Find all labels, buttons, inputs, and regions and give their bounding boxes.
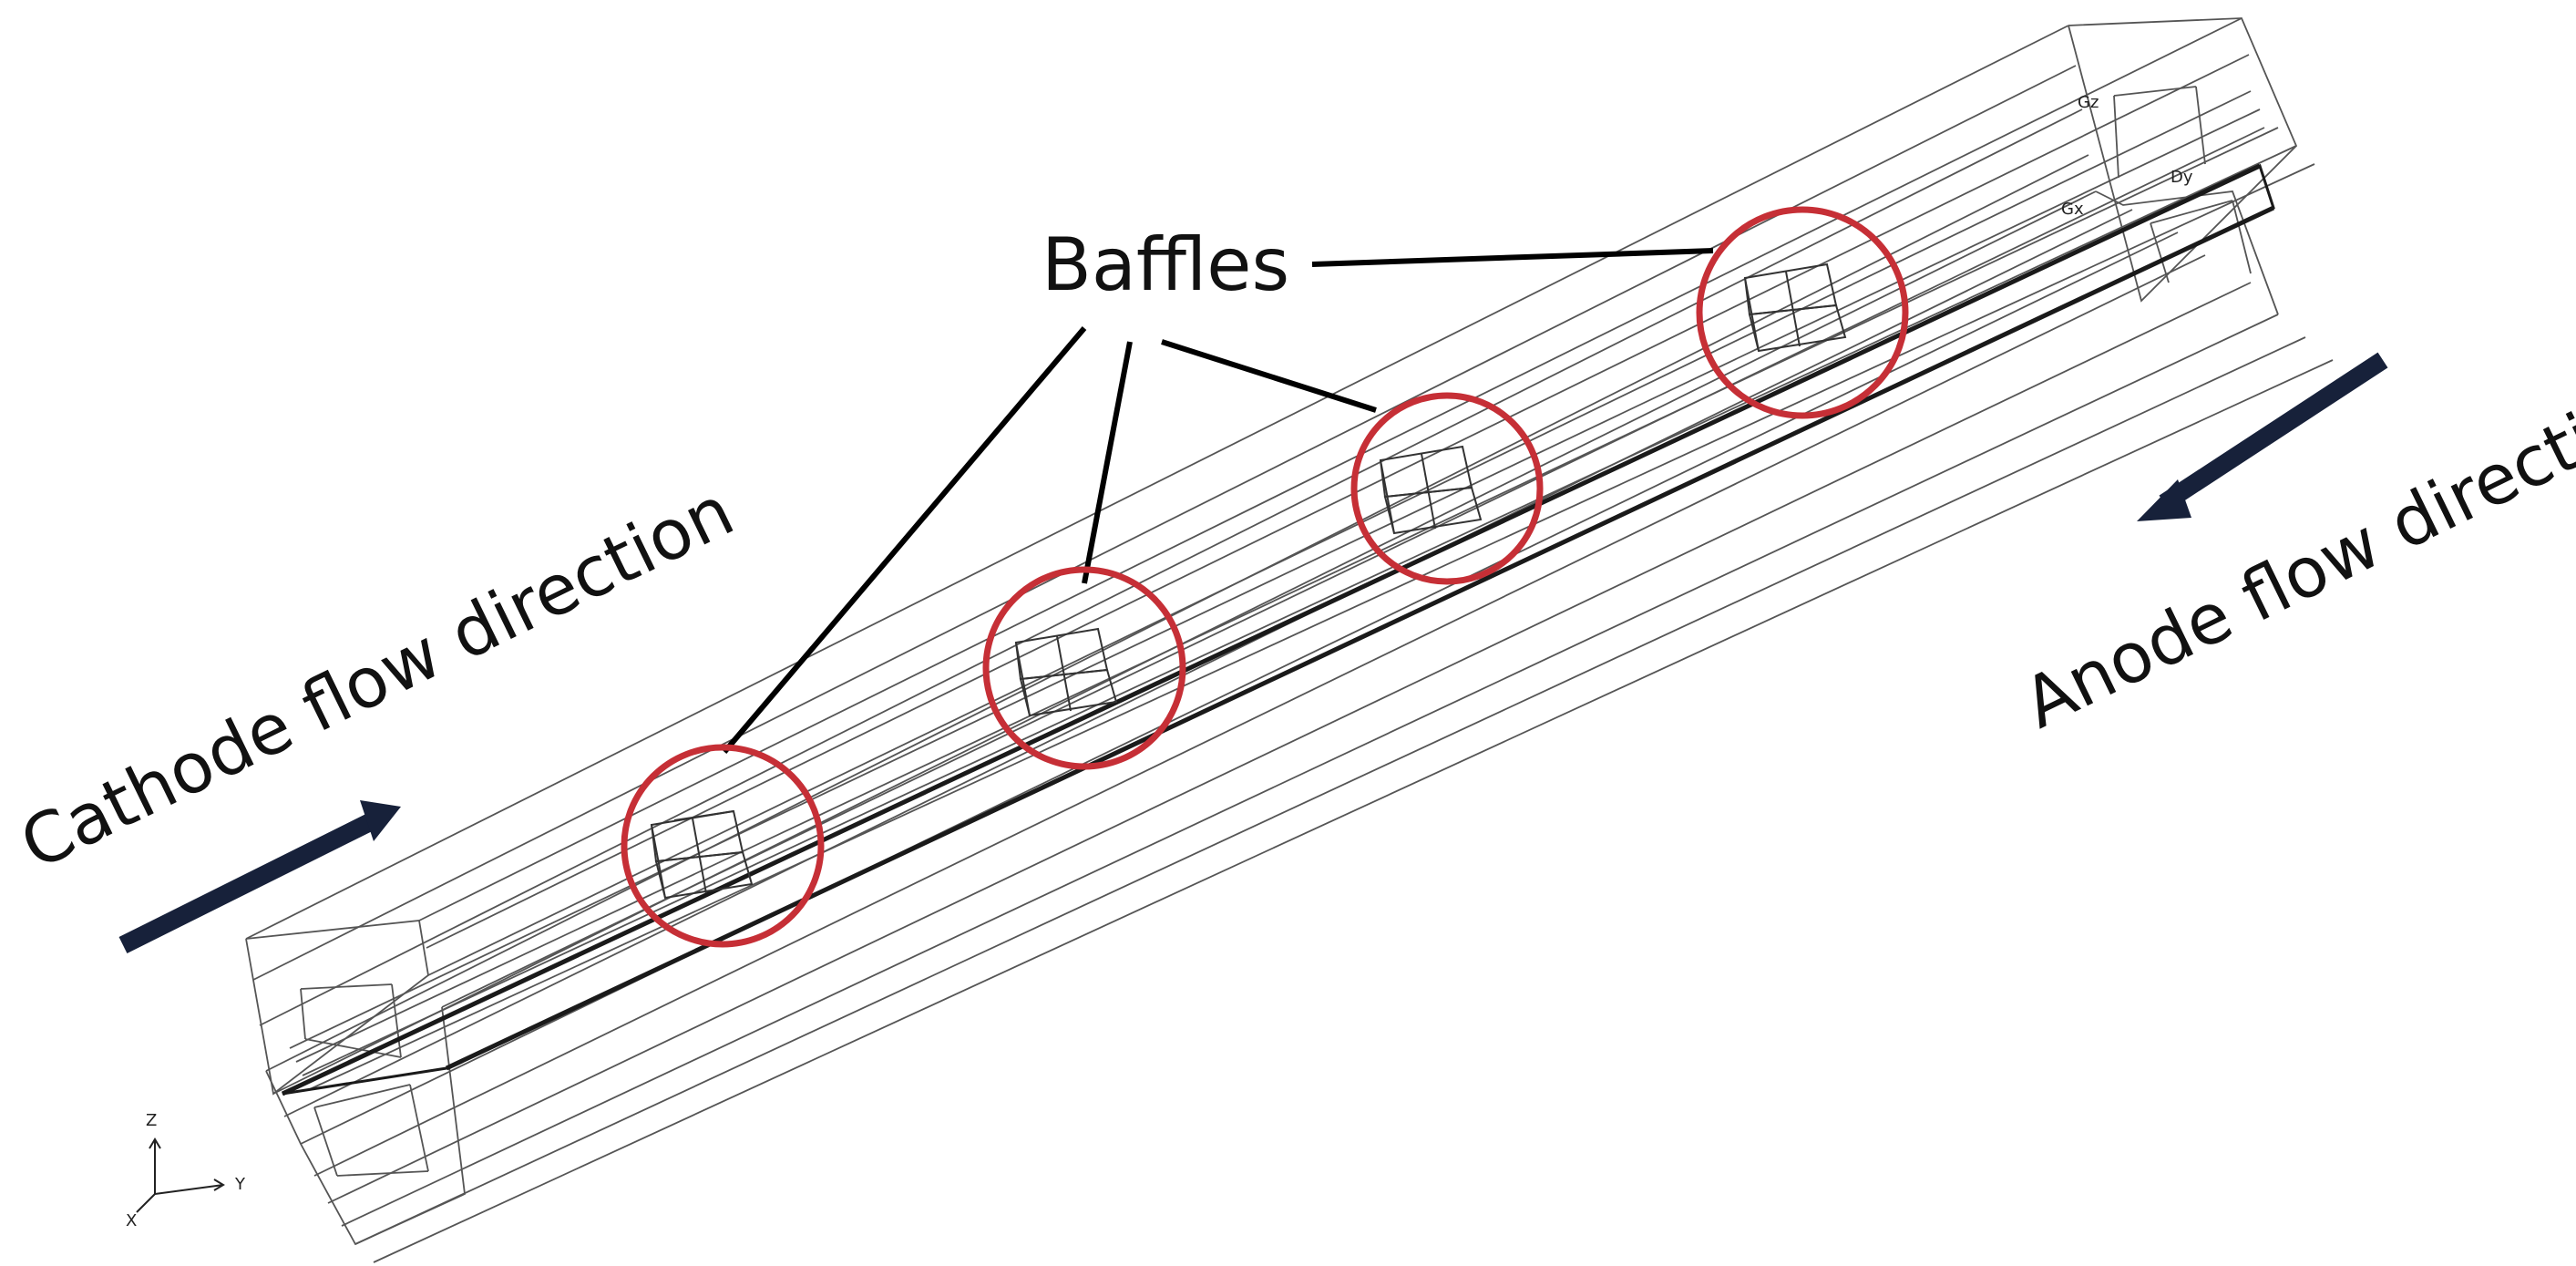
corner-tag-gz: Gz [2078,93,2099,112]
baffle-circle-1 [621,744,825,948]
baffle-wireframes [650,262,1847,900]
baffle-3 [1379,445,1483,535]
baffle-leader-lines [722,248,1714,754]
baffle-circle-4 [1696,206,1909,419]
baffle-circle-3 [1350,392,1544,585]
channel-wireframe [245,17,2334,1263]
membrane-lines [281,163,2275,1096]
baffle-1 [650,809,754,900]
baffle-2 [1014,627,1118,717]
baffle-4 [1743,262,1847,353]
axis-y-label: Y [234,1175,246,1194]
arrow-right-icon [118,800,401,953]
baffle-highlight-circles [621,206,1909,948]
baffles-label: Baffles [1042,222,1289,307]
corner-tag-dy: Dy [2171,168,2193,187]
corner-tag-gx: Gx [2061,200,2084,219]
xyz-triad-icon [136,1137,225,1213]
arrow-left-icon [2137,352,2388,521]
axis-x-label: X [126,1211,137,1230]
axis-z-label: Z [146,1111,157,1130]
baffle-circle-2 [982,566,1186,770]
